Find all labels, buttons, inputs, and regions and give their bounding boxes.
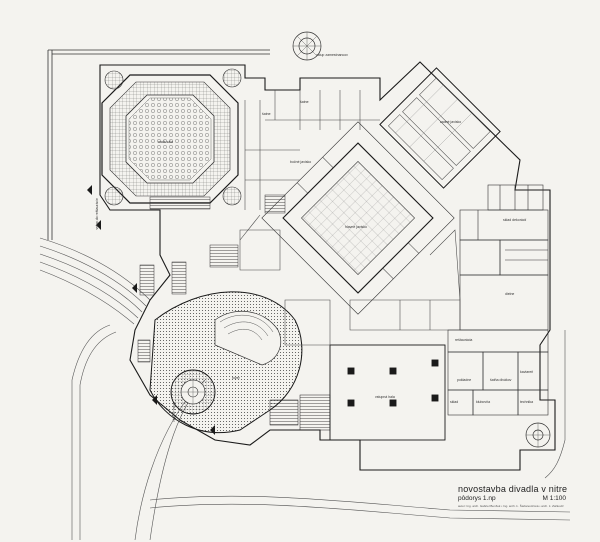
room-label: vstup zamestnancov bbox=[316, 53, 348, 57]
room-label: zadné javisko bbox=[440, 120, 462, 124]
room-label: vstup do reštaurácie bbox=[95, 198, 99, 230]
drawing-subtitle: pôdorys 1.np bbox=[458, 495, 496, 502]
room-label: šatňa divákov bbox=[490, 378, 512, 382]
drawing-scale: M 1:100 bbox=[542, 495, 567, 502]
room-label: pokladne bbox=[457, 378, 472, 382]
drawing-title: novostavba divadla v nitre bbox=[458, 484, 568, 494]
room-label: klubovňa bbox=[476, 400, 491, 404]
service-corridors bbox=[239, 90, 461, 346]
room-label: sklad bbox=[450, 400, 459, 404]
title-block: novostavba divadla v nitre pôdorys 1.np … bbox=[458, 484, 588, 508]
room-label: hlavný vstup bbox=[172, 402, 176, 422]
room-label: reštaurácia bbox=[455, 338, 473, 342]
room-label: hlavné javisko bbox=[345, 225, 367, 229]
room-label: šatne bbox=[262, 112, 271, 116]
room-label: vstupná hala bbox=[375, 395, 395, 399]
room-label: foyer bbox=[232, 376, 240, 380]
west-stairs bbox=[137, 194, 286, 363]
south-stair bbox=[525, 422, 551, 448]
room-label: sklad dekorácií bbox=[503, 218, 527, 222]
north-stair bbox=[292, 31, 322, 61]
room-label: technika bbox=[520, 400, 534, 404]
building-outline bbox=[99, 61, 556, 471]
room-label: dielne bbox=[505, 292, 515, 296]
room-label: bočné javisko bbox=[290, 160, 312, 164]
round-foyer bbox=[149, 291, 303, 434]
room-label: malá sála bbox=[158, 140, 173, 144]
drawing-subtitle-row: pôdorys 1.np M 1:100 bbox=[458, 495, 566, 503]
right-wing-rooms bbox=[447, 184, 549, 416]
octagon-hall bbox=[101, 68, 242, 210]
drawing-authors: autor: Ing. arch. Gabriel Benžek • Ing. … bbox=[458, 504, 564, 508]
room-label: kaviareň bbox=[520, 370, 534, 374]
foyer bbox=[269, 344, 446, 441]
main-stage bbox=[261, 121, 455, 315]
room-label: šatne bbox=[300, 100, 309, 104]
site-lines bbox=[39, 237, 571, 541]
entry-markers bbox=[87, 185, 215, 435]
rear-stage bbox=[379, 67, 501, 189]
